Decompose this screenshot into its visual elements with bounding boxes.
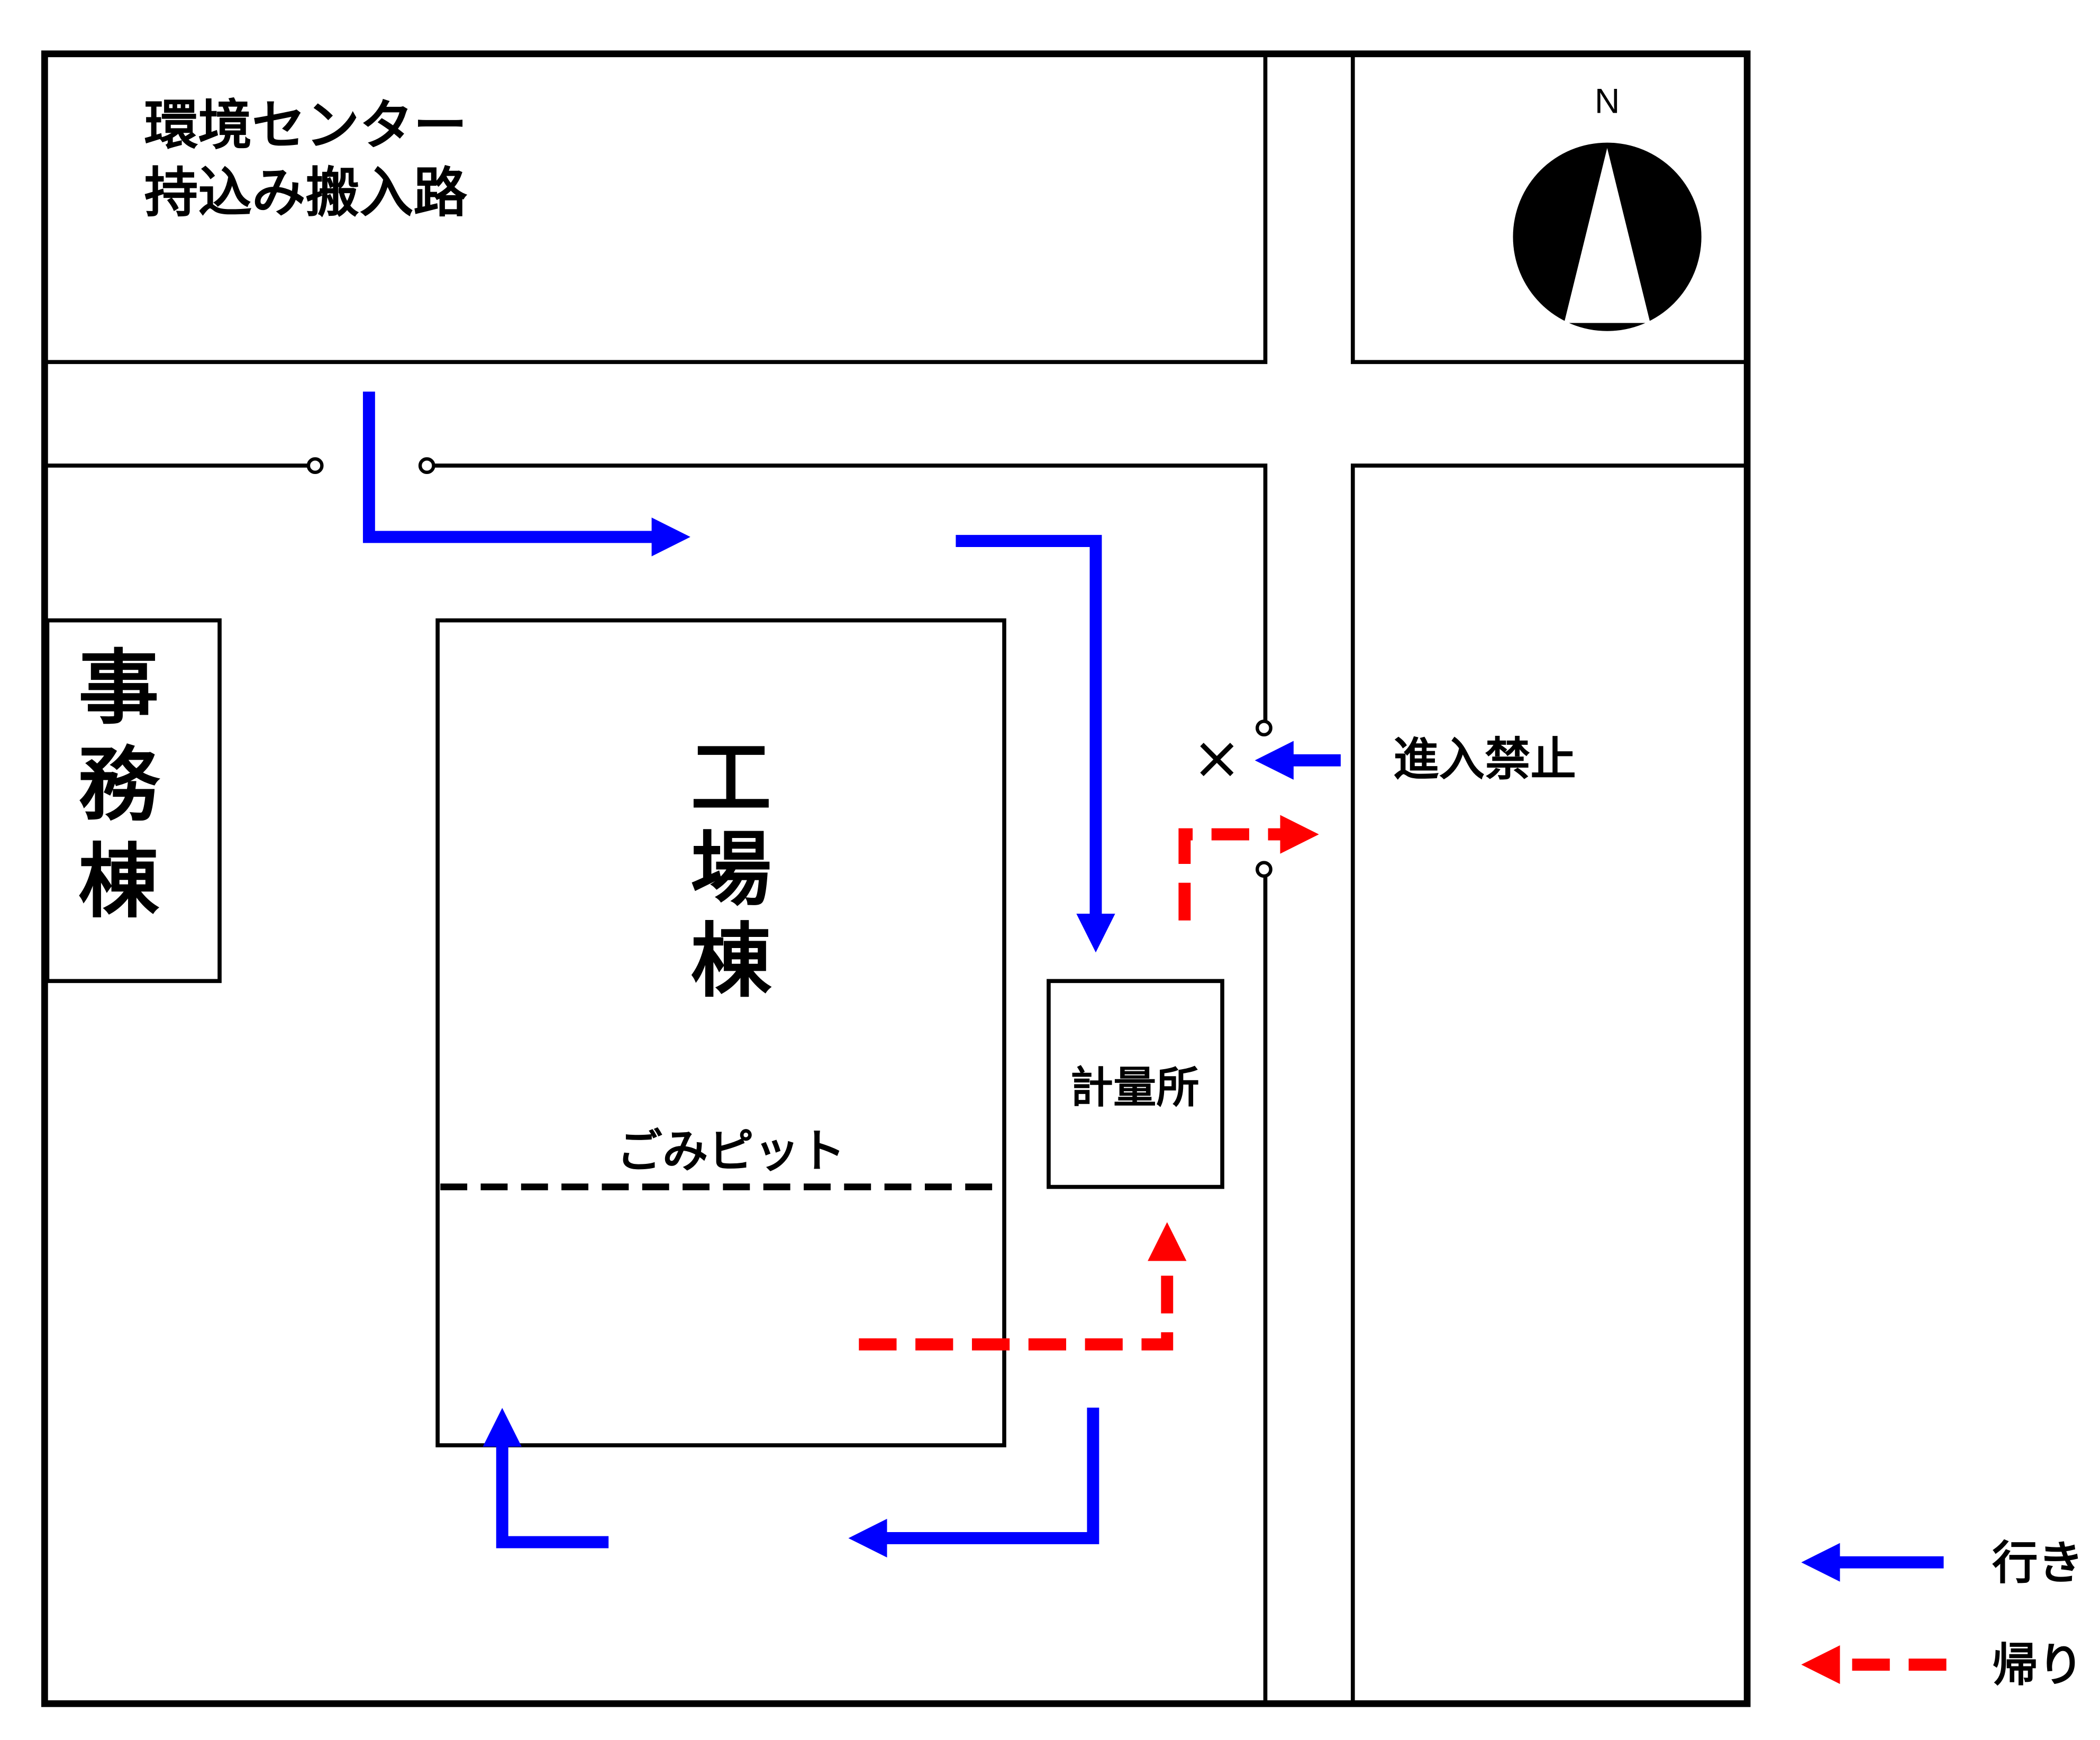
site-boundary — [41, 50, 1751, 1707]
legend-return-label: 帰り — [1992, 1638, 2084, 1692]
garbage-pit-label: ごみピット — [616, 1124, 845, 1178]
factory-building — [435, 618, 1006, 1447]
factory-label-2: 場 — [690, 822, 771, 917]
outbound-arrow — [483, 1408, 609, 1548]
gate-post — [1256, 719, 1272, 737]
gate-post — [1256, 861, 1272, 878]
legend-outbound-label: 行き — [1992, 1536, 2084, 1590]
title-line-2: 持込み搬入路 — [144, 160, 468, 224]
office-building — [45, 618, 222, 983]
roads — [47, 53, 1745, 1701]
outbound-route — [362, 391, 1341, 1558]
gate-post — [418, 457, 435, 475]
return-arrow — [859, 1222, 1187, 1351]
legend: 行き 帰り — [1801, 1536, 2084, 1692]
return-arrow — [1178, 815, 1319, 921]
compass-north-label: N — [1595, 82, 1620, 121]
factory-label-1: 工 — [690, 731, 771, 825]
title-line-1: 環境センター — [144, 93, 467, 157]
gate-post — [306, 457, 324, 475]
weighing-station — [1047, 979, 1224, 1189]
no-entry-mark-icon: × — [1192, 723, 1242, 792]
office-label-2: 務 — [78, 737, 161, 832]
return-route — [859, 815, 1319, 1351]
office-label-3: 棟 — [78, 834, 160, 929]
factory-label-3: 棟 — [690, 914, 772, 1008]
north-compass-icon: N — [1513, 82, 1702, 331]
outbound-arrow — [362, 391, 690, 557]
outbound-arrow — [848, 1407, 1099, 1558]
outbound-arrow — [956, 535, 1115, 953]
weighing-station-label: 計量所 — [1070, 1062, 1199, 1113]
no-entry-label: 進入禁止 — [1393, 733, 1576, 786]
office-label-1: 事 — [78, 640, 159, 735]
